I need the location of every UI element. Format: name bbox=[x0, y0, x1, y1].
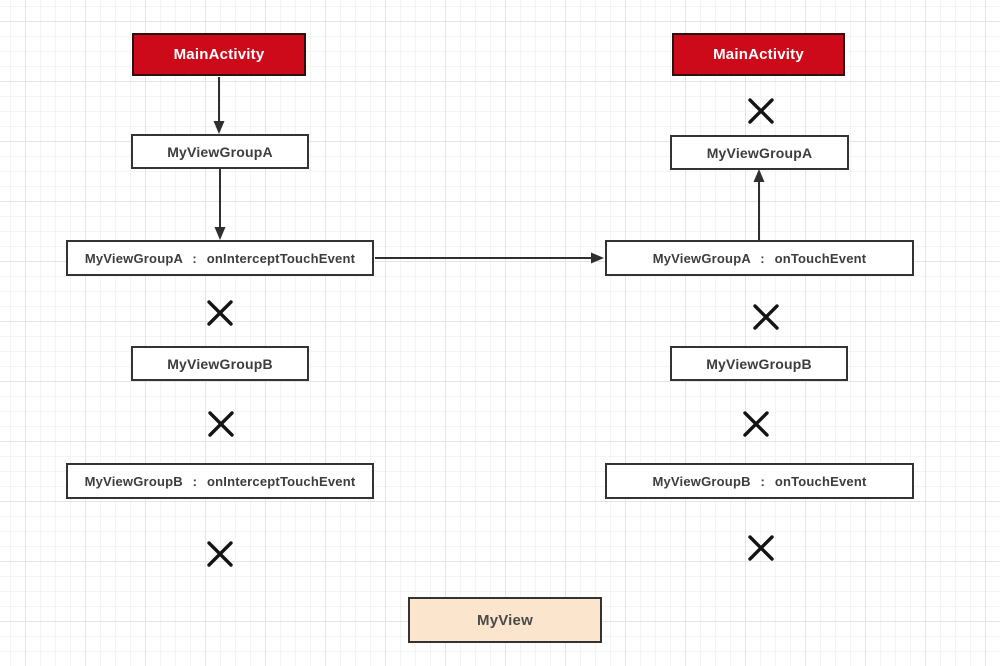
x-icon bbox=[753, 304, 779, 330]
arrowhead-up-icon bbox=[753, 169, 765, 182]
arrowhead-right-icon bbox=[591, 252, 604, 264]
arrowhead-down-icon bbox=[214, 227, 226, 240]
node-myview[interactable]: MyView bbox=[408, 597, 602, 643]
x-icon bbox=[748, 535, 774, 561]
node-myviewgroupb-ontouchevent[interactable]: MyViewGroupB : onTouchEvent bbox=[605, 463, 914, 499]
node-myviewgroupb-right[interactable]: MyViewGroupB bbox=[670, 346, 848, 381]
node-mainactivity-left[interactable]: MainActivity bbox=[132, 33, 306, 76]
x-icon bbox=[207, 541, 233, 567]
x-icon bbox=[208, 411, 234, 437]
node-myviewgroupa-right[interactable]: MyViewGroupA bbox=[670, 135, 849, 170]
node-myviewgroupa-ontouchevent[interactable]: MyViewGroupA : onTouchEvent bbox=[605, 240, 914, 276]
node-myviewgroupa-onintercepttouchevent[interactable]: MyViewGroupA : onInterceptTouchEvent bbox=[66, 240, 374, 276]
node-myviewgroupb-onintercepttouchevent[interactable]: MyViewGroupB : onInterceptTouchEvent bbox=[66, 463, 374, 499]
arrowhead-down-icon bbox=[213, 121, 225, 134]
x-icon bbox=[748, 98, 774, 124]
x-icon bbox=[207, 300, 233, 326]
x-icon bbox=[743, 411, 769, 437]
node-mainactivity-right[interactable]: MainActivity bbox=[672, 33, 845, 76]
node-myviewgroupb-left[interactable]: MyViewGroupB bbox=[131, 346, 309, 381]
node-myviewgroupa-left[interactable]: MyViewGroupA bbox=[131, 134, 309, 169]
